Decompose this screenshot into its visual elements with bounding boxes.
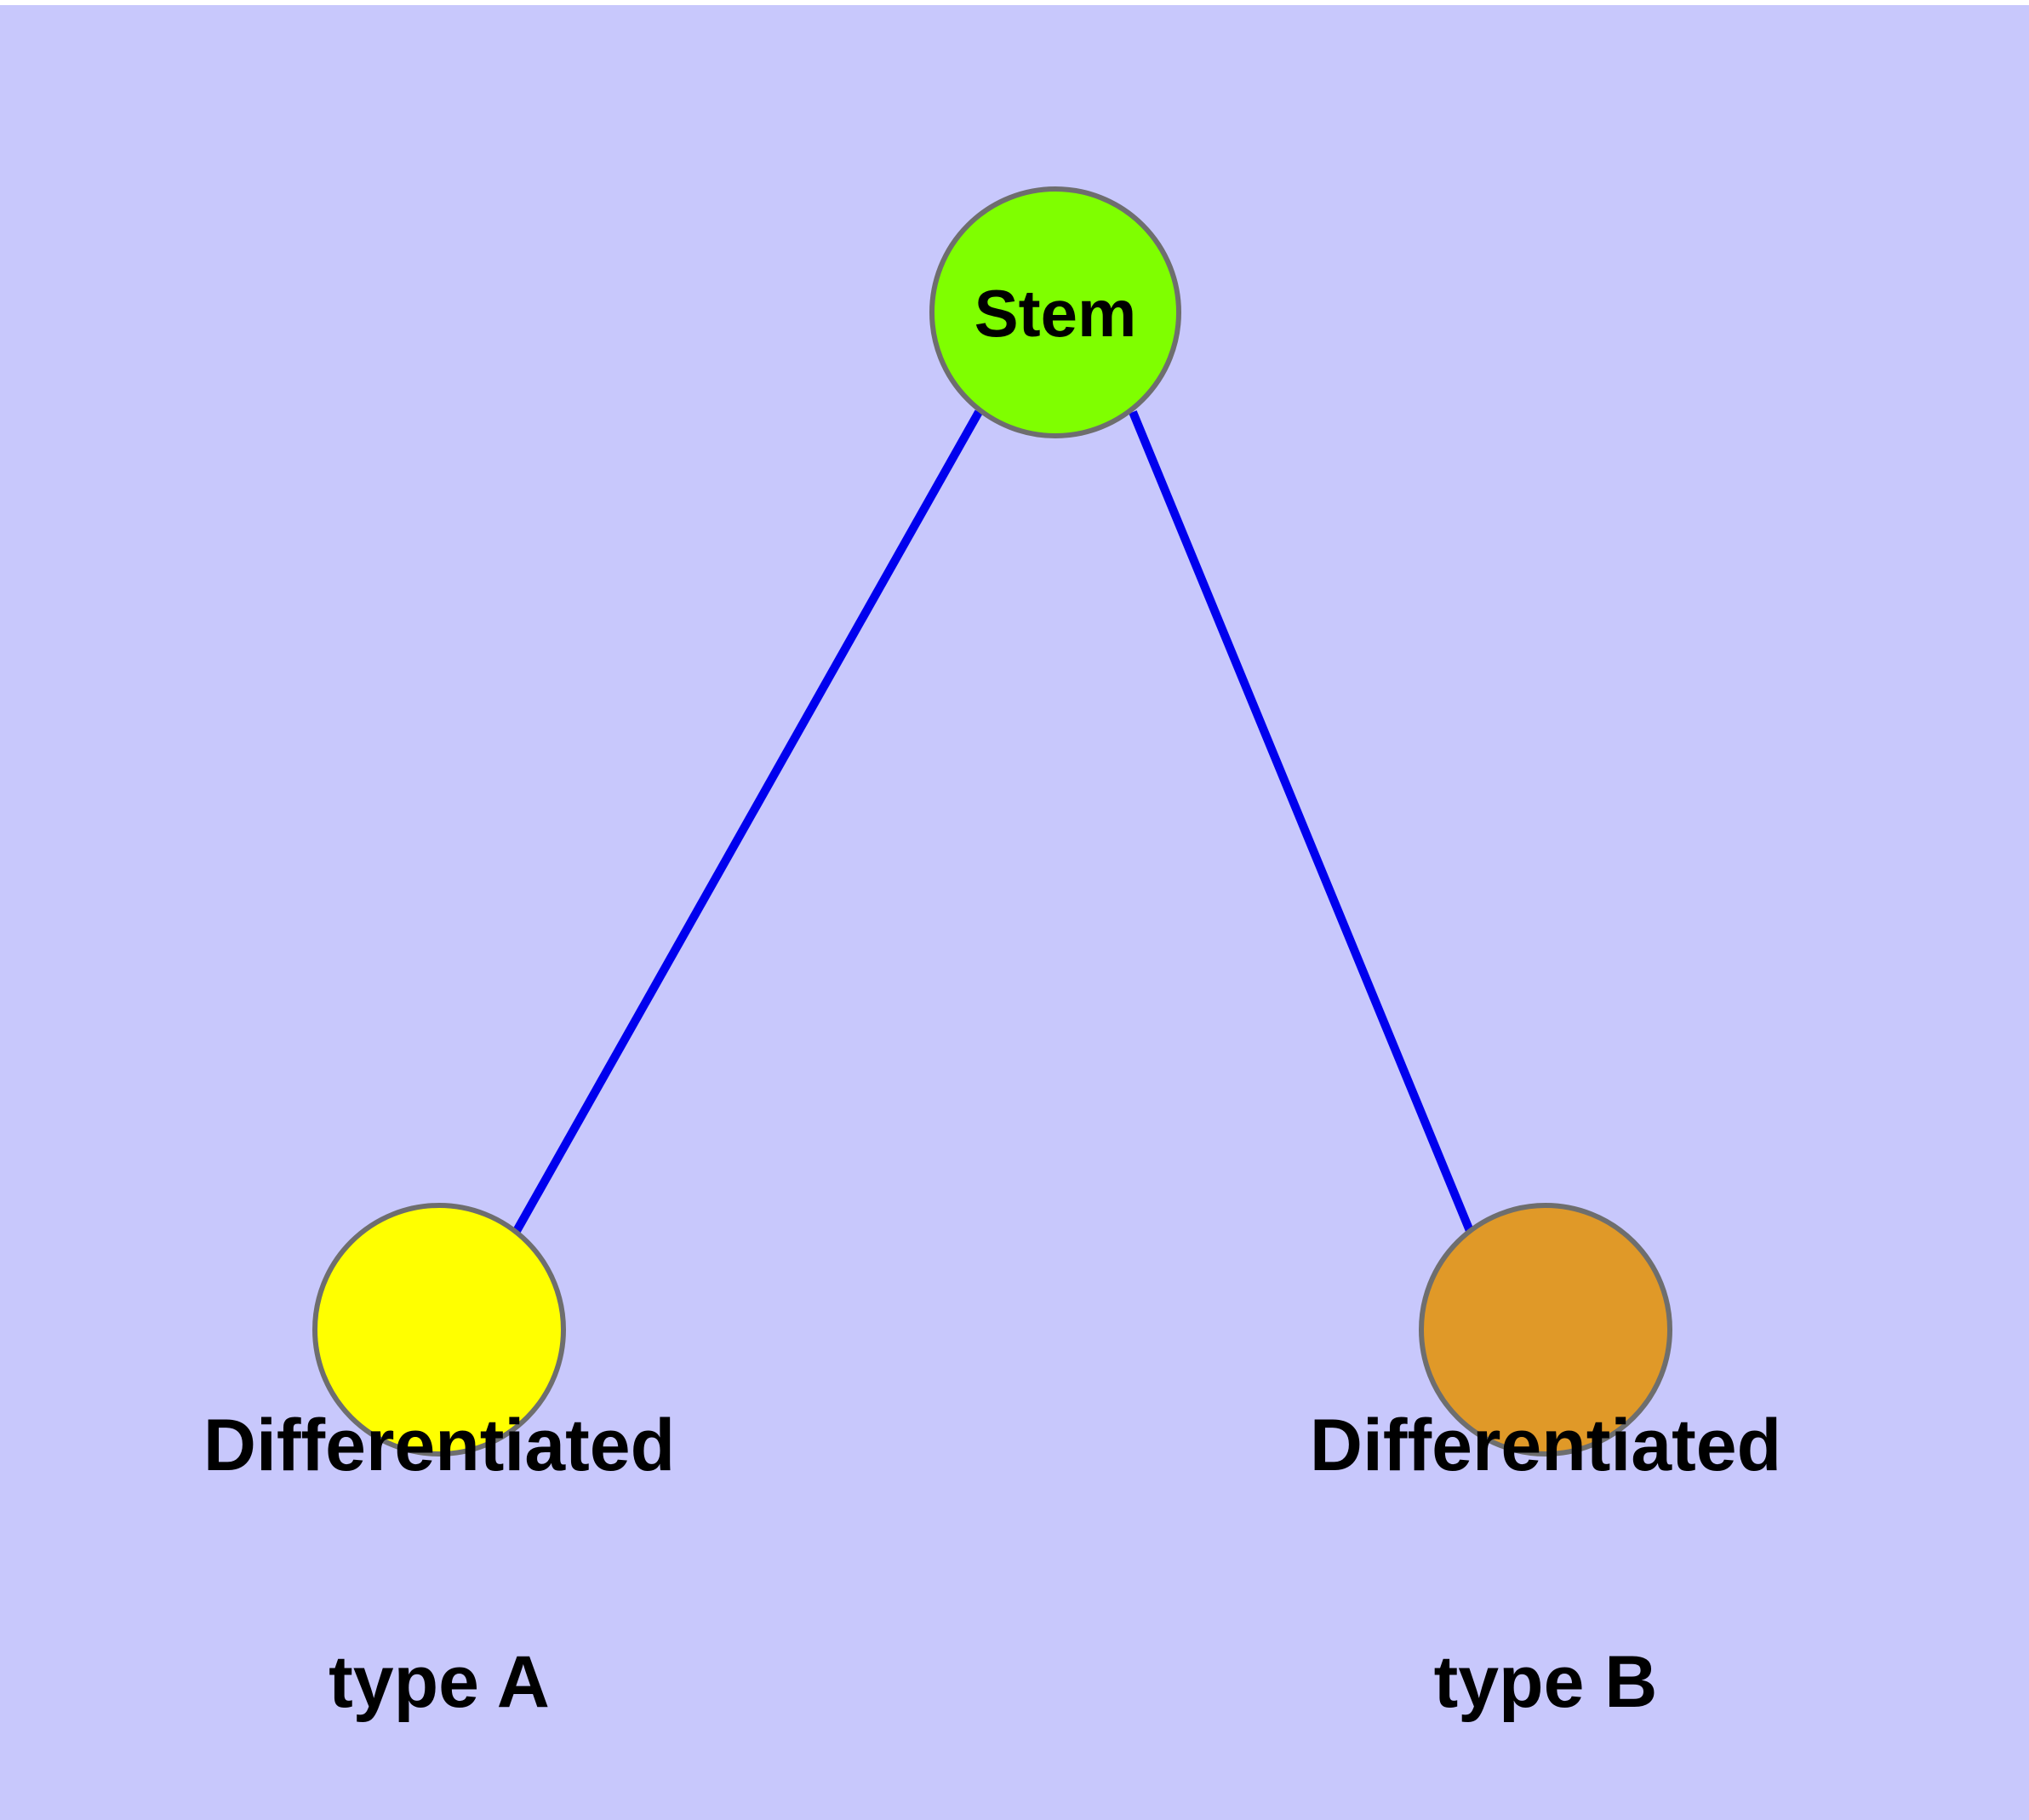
node-stem[interactable] (929, 186, 1181, 438)
edge-stem-to-differentiated-type-b (1129, 410, 1474, 1233)
diagram-plot-area: Stem Differentiated type A Differentiate… (0, 5, 2029, 1820)
node-differentiated-type-b[interactable] (1419, 1203, 1672, 1457)
edge-layer (512, 409, 1474, 1233)
edge-stem-to-differentiated-type-a (512, 409, 983, 1233)
node-layer (312, 186, 1672, 1457)
node-differentiated-type-a[interactable] (312, 1203, 566, 1457)
graph-svg (312, 186, 1672, 1457)
